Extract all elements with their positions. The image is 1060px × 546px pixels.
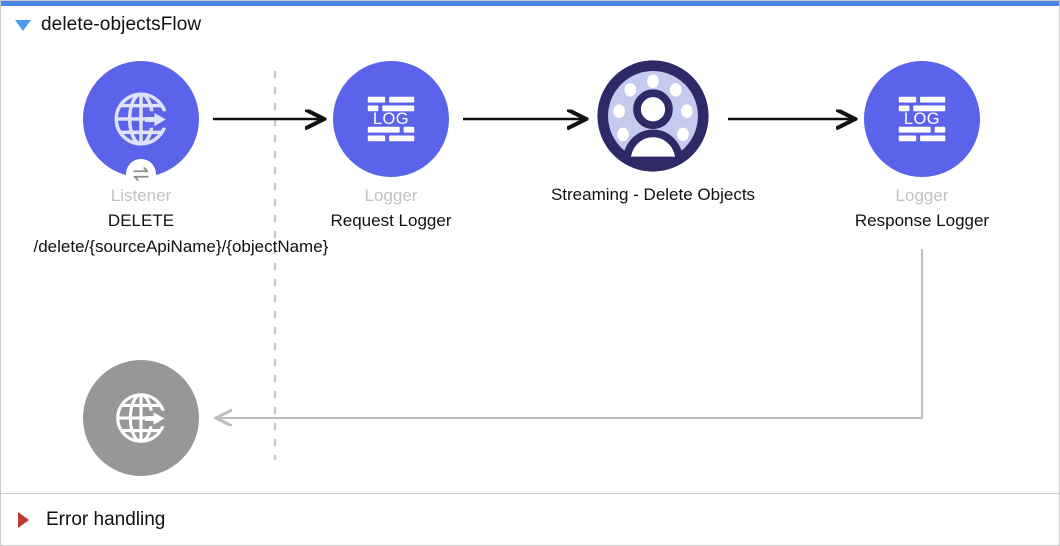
- exchange-arrows-icon: [133, 167, 149, 181]
- globe-arrow-icon: [114, 92, 170, 146]
- flow-header[interactable]: delete-objectsFlow: [1, 6, 1059, 44]
- section-divider: [1, 493, 1059, 494]
- node-name-label: DELETE /delete/{sourceApiName}/{objectNa…: [33, 211, 329, 256]
- node-name-label: Streaming - Delete Objects: [550, 185, 756, 204]
- log-icon: LOG: [367, 96, 415, 142]
- flow-node-response-logger[interactable]: LOG Logger Response Logger: [807, 61, 1037, 233]
- window-accent-bar: [1, 1, 1059, 6]
- listener-response-bubble[interactable]: [83, 360, 199, 476]
- triangle-down-icon[interactable]: [15, 19, 31, 31]
- flow-node-listener[interactable]: Listener DELETE /delete/{sourceApiName}/…: [26, 61, 329, 260]
- connector-layer: [213, 71, 923, 460]
- node-type-label: Listener: [110, 186, 172, 205]
- svg-text:LOG: LOG: [373, 110, 409, 128]
- error-handling-section[interactable]: Error handling: [1, 494, 1059, 545]
- request-logger-bubble[interactable]: LOG: [333, 61, 449, 177]
- log-icon: LOG: [898, 96, 946, 142]
- flow-node-listener-response[interactable]: [26, 360, 256, 484]
- flow-title: delete-objectsFlow: [41, 14, 202, 35]
- streaming-user-icon: [597, 60, 709, 172]
- listener-bubble[interactable]: [83, 61, 199, 189]
- error-handling-title: Error handling: [46, 508, 166, 530]
- flow-node-request-logger[interactable]: LOG Logger Request Logger: [276, 61, 506, 233]
- streaming-bubble[interactable]: [595, 58, 711, 174]
- node-type-label: Logger: [895, 186, 949, 205]
- node-name-label: Request Logger: [330, 211, 452, 230]
- connector-response-logger-to-listener-response: [217, 249, 923, 418]
- svg-text:LOG: LOG: [904, 110, 940, 128]
- flow-node-streaming-delete-objects[interactable]: Streaming - Delete Objects: [538, 58, 768, 207]
- flow-canvas: Listener DELETE /delete/{sourceApiName}/…: [1, 44, 1059, 493]
- node-type-label: Logger: [364, 186, 418, 205]
- triangle-right-icon[interactable]: [18, 511, 29, 528]
- listener-inbound-badge: [126, 159, 156, 189]
- response-logger-bubble[interactable]: LOG: [864, 61, 980, 177]
- globe-arrow-icon: [116, 393, 169, 443]
- node-name-label: Response Logger: [854, 211, 990, 230]
